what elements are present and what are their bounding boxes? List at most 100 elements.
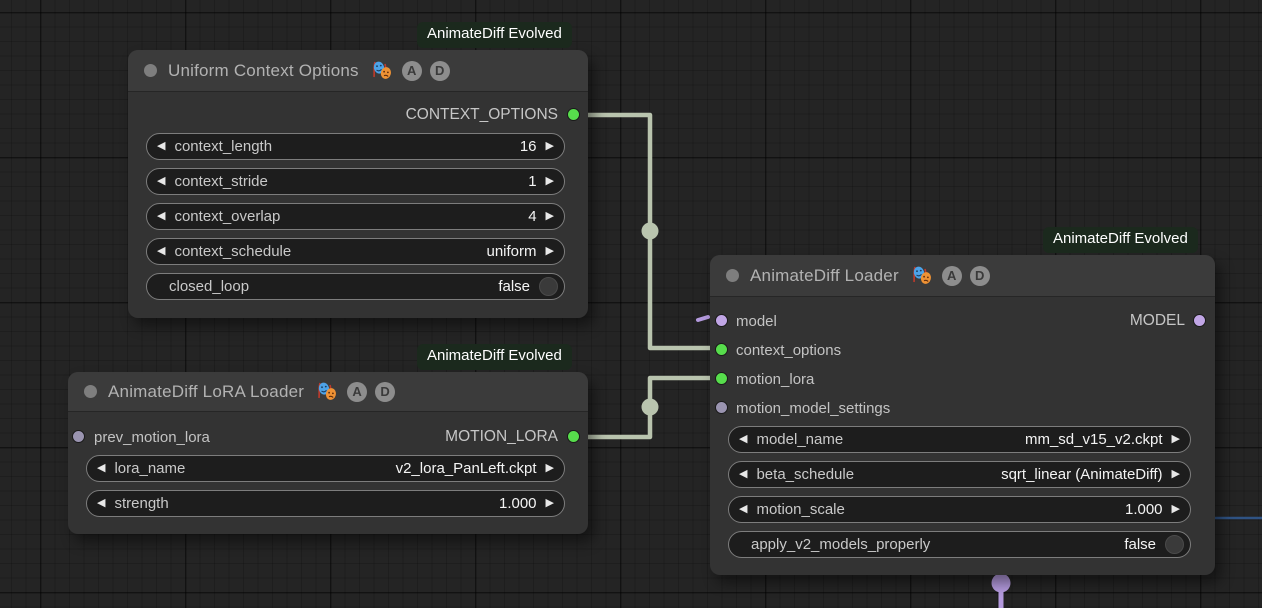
- performing-arts-masks-icon: [912, 266, 933, 285]
- widget-value: v2_lora_PanLeft.ckpt: [194, 460, 536, 477]
- widget-value: 4: [289, 208, 536, 225]
- widget-context-overlap[interactable]: ◀ context_overlap 4 ▶: [146, 203, 565, 230]
- wire-model-dot: [992, 574, 1011, 593]
- widget-label: context_overlap: [174, 208, 280, 225]
- wire-motion-lora-midpoint-dot: [642, 399, 659, 416]
- output-label: CONTEXT_OPTIONS: [406, 106, 558, 124]
- widget-label: context_schedule: [174, 243, 291, 260]
- collapse-dot[interactable]: [726, 269, 739, 282]
- widget-value: 16: [281, 138, 536, 155]
- output-label: MODEL: [1130, 312, 1185, 330]
- input-port-motion-model-settings[interactable]: [715, 401, 728, 414]
- increment-arrow-icon[interactable]: ▶: [546, 498, 554, 509]
- performing-arts-masks-icon: [372, 61, 393, 80]
- node-animatediff-loader[interactable]: AnimateDiff Loader A D model MODEL: [710, 255, 1215, 575]
- widget-value: false: [258, 278, 530, 295]
- widget-context-length[interactable]: ◀ context_length 16 ▶: [146, 133, 565, 160]
- node-title-bar[interactable]: AnimateDiff LoRA Loader A D: [68, 372, 588, 412]
- output-port-context-options[interactable]: [567, 108, 580, 121]
- widget-apply-v2-models-properly[interactable]: apply_v2_models_properly false: [728, 531, 1191, 558]
- widget-value: 1.000: [854, 501, 1163, 518]
- increment-arrow-icon[interactable]: ▶: [546, 141, 554, 152]
- decrement-arrow-icon[interactable]: ◀: [97, 463, 105, 474]
- model-input-stub-wire: [698, 317, 708, 320]
- widget-label: strength: [114, 495, 168, 512]
- output-label: MOTION_LORA: [445, 428, 558, 446]
- node-title: AnimateDiff Loader: [750, 266, 899, 286]
- widget-model-name[interactable]: ◀ model_name mm_sd_v15_v2.ckpt ▶: [728, 426, 1191, 453]
- performing-arts-masks-icon: [317, 382, 338, 401]
- widget-context-schedule[interactable]: ◀ context_schedule uniform ▶: [146, 238, 565, 265]
- port-row: motion_lora: [710, 366, 1215, 392]
- widget-value: sqrt_linear (AnimateDiff): [863, 466, 1162, 483]
- input-port-prev-motion-lora[interactable]: [72, 430, 85, 443]
- decrement-arrow-icon[interactable]: ◀: [157, 211, 165, 222]
- node-title: AnimateDiff LoRA Loader: [108, 382, 304, 402]
- widget-value: 1: [277, 173, 537, 190]
- widget-value: 1.000: [178, 495, 537, 512]
- port-row: context_options: [710, 337, 1215, 363]
- input-port-context-options[interactable]: [715, 343, 728, 356]
- node-title: Uniform Context Options: [168, 61, 359, 81]
- increment-arrow-icon[interactable]: ▶: [546, 176, 554, 187]
- increment-arrow-icon[interactable]: ▶: [1172, 469, 1180, 480]
- chip-a-badge: A: [402, 61, 422, 81]
- widget-closed-loop[interactable]: closed_loop false: [146, 273, 565, 300]
- input-port-motion-lora[interactable]: [715, 372, 728, 385]
- output-port-model[interactable]: [1193, 314, 1206, 327]
- chip-d-badge: D: [430, 61, 450, 81]
- toggle-knob[interactable]: [1165, 535, 1184, 554]
- decrement-arrow-icon[interactable]: ◀: [157, 246, 165, 257]
- input-label: motion_lora: [736, 371, 814, 388]
- badge-animatediff-evolved: AnimateDiff Evolved: [1043, 227, 1198, 253]
- widget-label: model_name: [756, 431, 843, 448]
- input-port-model[interactable]: [715, 314, 728, 327]
- increment-arrow-icon[interactable]: ▶: [546, 211, 554, 222]
- widget-label: lora_name: [114, 460, 185, 477]
- chip-a-badge: A: [347, 382, 367, 402]
- input-label: prev_motion_lora: [94, 429, 210, 446]
- decrement-arrow-icon[interactable]: ◀: [739, 504, 747, 515]
- input-label: model: [736, 313, 777, 330]
- badge-animatediff-evolved: AnimateDiff Evolved: [417, 344, 572, 370]
- widget-value: uniform: [300, 243, 536, 260]
- node-title-bar[interactable]: Uniform Context Options A D: [128, 50, 588, 92]
- decrement-arrow-icon[interactable]: ◀: [157, 176, 165, 187]
- widget-beta-schedule[interactable]: ◀ beta_schedule sqrt_linear (AnimateDiff…: [728, 461, 1191, 488]
- node-title-bar[interactable]: AnimateDiff Loader A D: [710, 255, 1215, 297]
- increment-arrow-icon[interactable]: ▶: [546, 463, 554, 474]
- decrement-arrow-icon[interactable]: ◀: [97, 498, 105, 509]
- collapse-dot[interactable]: [84, 385, 97, 398]
- badge-animatediff-evolved: AnimateDiff Evolved: [417, 22, 572, 48]
- increment-arrow-icon[interactable]: ▶: [1172, 434, 1180, 445]
- port-row: motion_model_settings: [710, 395, 1215, 421]
- node-uniform-context-options[interactable]: Uniform Context Options A D CONTEXT_OPTI…: [128, 50, 588, 318]
- chip-d-badge: D: [375, 382, 395, 402]
- collapse-dot[interactable]: [144, 64, 157, 77]
- input-label: context_options: [736, 342, 841, 359]
- widget-label: closed_loop: [169, 278, 249, 295]
- decrement-arrow-icon[interactable]: ◀: [157, 141, 165, 152]
- output-row: CONTEXT_OPTIONS: [128, 102, 588, 128]
- widget-context-stride[interactable]: ◀ context_stride 1 ▶: [146, 168, 565, 195]
- widget-strength[interactable]: ◀ strength 1.000 ▶: [86, 490, 565, 517]
- chip-d-badge: D: [970, 266, 990, 286]
- output-port-motion-lora[interactable]: [567, 430, 580, 443]
- node-animatediff-lora-loader[interactable]: AnimateDiff LoRA Loader A D prev_motion_…: [68, 372, 588, 534]
- widget-label: apply_v2_models_properly: [751, 536, 930, 553]
- increment-arrow-icon[interactable]: ▶: [546, 246, 554, 257]
- widget-label: context_length: [174, 138, 272, 155]
- decrement-arrow-icon[interactable]: ◀: [739, 469, 747, 480]
- wire-context-options: [588, 115, 716, 348]
- widget-lora-name[interactable]: ◀ lora_name v2_lora_PanLeft.ckpt ▶: [86, 455, 565, 482]
- widget-motion-scale[interactable]: ◀ motion_scale 1.000 ▶: [728, 496, 1191, 523]
- widget-value: false: [939, 536, 1156, 553]
- wire-motion-lora: [588, 378, 716, 437]
- decrement-arrow-icon[interactable]: ◀: [739, 434, 747, 445]
- chip-a-badge: A: [942, 266, 962, 286]
- toggle-knob[interactable]: [539, 277, 558, 296]
- input-label: motion_model_settings: [736, 400, 890, 417]
- increment-arrow-icon[interactable]: ▶: [1172, 504, 1180, 515]
- widget-value: mm_sd_v15_v2.ckpt: [852, 431, 1162, 448]
